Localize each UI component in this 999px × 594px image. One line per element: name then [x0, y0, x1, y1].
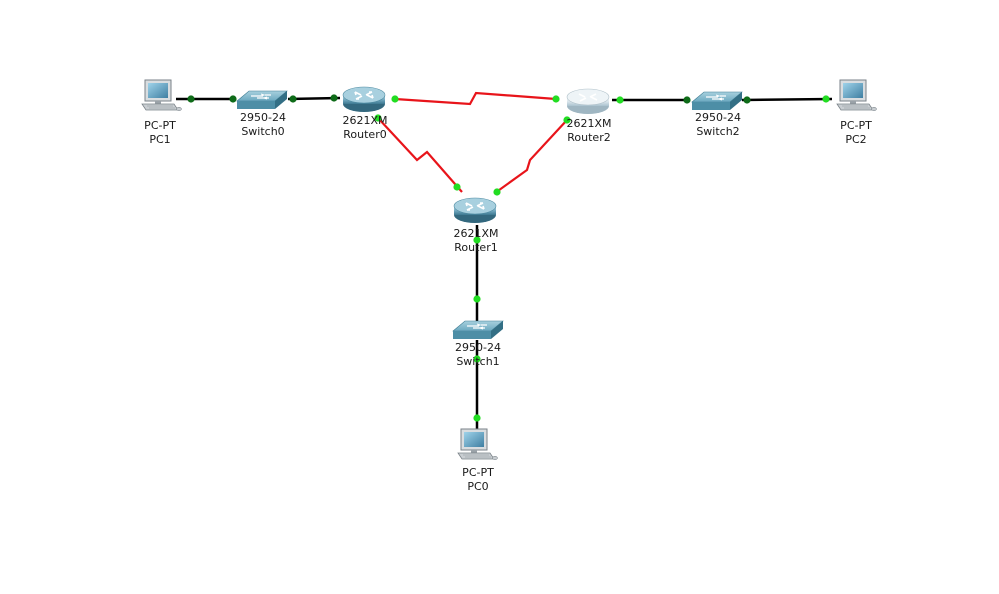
label-pc1: PC-PT PC1: [144, 119, 176, 147]
port-light-switch2-right: [743, 96, 751, 104]
port-light-router1-left: [453, 183, 461, 191]
device-model: 2950-24: [455, 341, 501, 354]
device-switch2[interactable]: [691, 91, 743, 111]
device-name: Switch1: [456, 355, 500, 368]
port-light-switch0-left: [229, 95, 237, 103]
switch-icon: [452, 320, 504, 340]
device-switch1[interactable]: [452, 320, 504, 340]
port-light-router0-right: [391, 95, 399, 103]
label-switch1: 2950-24 Switch1: [455, 341, 501, 369]
device-model: 2621XM: [566, 117, 612, 130]
serial-link-router0-router1[interactable]: [377, 117, 463, 193]
device-model: 2621XM: [342, 114, 388, 127]
port-light-router1-down: [473, 236, 481, 244]
port-light-switch2-left: [683, 96, 691, 104]
device-switch0[interactable]: [236, 90, 288, 110]
port-indicators: [187, 94, 830, 422]
port-light-router2-down: [563, 116, 571, 124]
label-switch0: 2950-24 Switch0: [240, 111, 286, 139]
label-router1: 2621XM Router1: [453, 227, 498, 255]
device-pc1[interactable]: [141, 79, 182, 112]
device-name: PC1: [149, 133, 171, 146]
label-pc2: PC-PT PC2: [840, 119, 872, 147]
router-icon: [342, 86, 386, 113]
pc-icon: [836, 79, 877, 112]
link-switch2-pc2[interactable]: [741, 97, 833, 102]
switch-icon: [236, 90, 288, 110]
device-model: PC-PT: [462, 466, 494, 479]
device-name: PC0: [467, 480, 489, 493]
router-icon: [453, 197, 497, 224]
device-pc0[interactable]: [457, 428, 498, 461]
device-router2[interactable]: [566, 88, 610, 115]
port-light-switch1-down: [473, 355, 481, 363]
serial-link-router0-router2[interactable]: [394, 91, 557, 106]
label-router2: 2621XM Router2: [566, 117, 611, 145]
port-light-router1-right: [493, 188, 501, 196]
port-light-pc1: [187, 95, 195, 103]
device-name: Router2: [567, 131, 611, 144]
port-light-router0-down: [374, 114, 382, 122]
device-router1[interactable]: [453, 197, 497, 224]
serial-link-router2-router1[interactable]: [494, 119, 568, 194]
pc-icon: [141, 79, 182, 112]
links-layer: [176, 91, 833, 430]
device-model: PC-PT: [144, 119, 176, 132]
device-name: Switch2: [696, 125, 740, 138]
device-model: 2950-24: [695, 111, 741, 124]
port-light-pc2: [822, 95, 830, 103]
device-router0[interactable]: [342, 86, 386, 113]
device-name: Router1: [454, 241, 498, 254]
label-switch2: 2950-24 Switch2: [695, 111, 741, 139]
device-model: 2621XM: [453, 227, 499, 240]
pc-icon: [457, 428, 498, 461]
device-pc2[interactable]: [836, 79, 877, 112]
port-light-router2-left: [552, 95, 560, 103]
router-icon: [566, 88, 610, 115]
device-name: Switch0: [241, 125, 285, 138]
port-light-router0-left: [330, 94, 338, 102]
switch-icon: [691, 91, 743, 111]
device-model: PC-PT: [840, 119, 872, 132]
device-name: PC2: [845, 133, 867, 146]
port-light-switch1-up: [473, 295, 481, 303]
port-light-pc0: [473, 414, 481, 422]
device-name: Router0: [343, 128, 387, 141]
port-light-switch0-right: [289, 95, 297, 103]
device-model: 2950-24: [240, 111, 286, 124]
label-pc0: PC-PT PC0: [462, 466, 494, 494]
port-light-router2-right: [616, 96, 624, 104]
label-router0: 2621XM Router0: [342, 114, 387, 142]
